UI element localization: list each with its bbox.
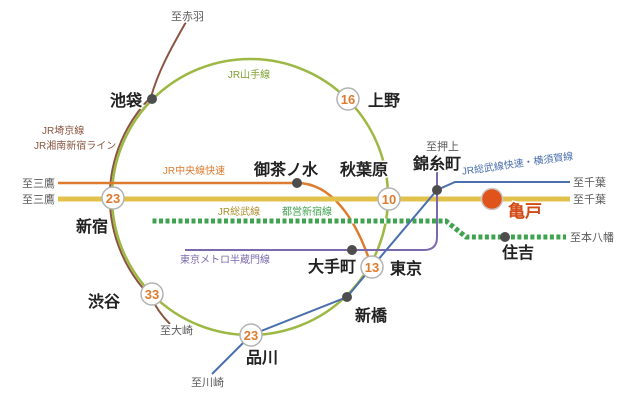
time-badge-shinjuku: 23: [101, 186, 125, 210]
dest-label-chiba-sobu: 至千葉: [573, 192, 606, 206]
station-dot-ochanomizu: [292, 178, 302, 188]
station-dot-ikebukuro: [147, 94, 157, 104]
dest-label-oshiage: 至押上: [426, 139, 459, 153]
station-label-kinshicho: 錦糸町: [413, 154, 461, 173]
time-badge-value: 13: [365, 260, 379, 275]
station-label-tokyo: 東京: [390, 259, 422, 278]
station-label-ikebukuro: 池袋: [110, 91, 143, 110]
station-label-kameido: 亀戸: [508, 201, 542, 221]
time-badge-ueno: 16: [336, 87, 360, 111]
line-label-sobu-rapid-yokosuka: JR総武線快速・横須賀線: [461, 149, 574, 177]
station-label-ueno: 上野: [368, 92, 400, 110]
time-badge-circle: [336, 87, 360, 111]
time-badge-circle: [239, 323, 263, 347]
toei-shinjuku-line-stripes: [150, 218, 566, 240]
line-label-yamanote: JR山手線: [228, 68, 270, 81]
dest-label-chiba-rapid: 至千葉: [573, 175, 606, 189]
station-dot-sumiyoshi: [500, 232, 510, 242]
line-label-chuo-rapid: JR中央線快速: [163, 164, 225, 177]
station-label-shimbashi: 新橋: [355, 306, 388, 325]
time-badge-circle: [360, 255, 384, 279]
line-label-hanzomon: 東京メトロ半蔵門線: [180, 253, 270, 266]
station-label-shinjuku: 新宿: [76, 217, 108, 236]
time-badge-circle: [377, 187, 401, 211]
time-badge-value: 33: [145, 287, 159, 302]
station-dot-shimbashi: [342, 292, 352, 302]
dest-label-osaki: 至大崎: [160, 323, 193, 337]
station-dot-otemachi: [347, 245, 357, 255]
station-label-ochanomizu: 御茶ノ水: [253, 160, 319, 179]
time-badge-value: 23: [244, 328, 258, 343]
station-label-shinagawa: 品川: [246, 349, 278, 367]
dest-label-kawasaki: 至川崎: [191, 375, 224, 389]
hanzomon-line-path: [185, 154, 438, 251]
time-badge-circle: [101, 186, 125, 210]
dest-label-mitaka-sobu: 至三鷹: [22, 192, 55, 206]
kameido-highlight-marker: [480, 187, 504, 211]
station-label-shibuya: 渋谷: [88, 292, 121, 311]
line-label-saikyo: JR埼京線: [42, 124, 84, 137]
time-badge-value: 23: [106, 191, 120, 206]
time-badge-tokyo: 13: [360, 255, 384, 279]
dest-label-moto-yawata: 至本八幡: [570, 230, 614, 244]
dest-label-mitaka-chuo: 至三鷹: [22, 176, 55, 190]
time-badge-circle: [140, 282, 164, 306]
station-label-sumiyoshi: 住吉: [502, 243, 534, 262]
station-dot-kinshicho: [432, 185, 442, 195]
line-label-toei-shinjuku: 都営新宿線: [282, 205, 332, 218]
line-label-sobu: JR総武線: [218, 205, 260, 218]
time-badge-akihabara: 10: [377, 187, 401, 211]
time-badge-value: 10: [382, 192, 396, 207]
line-label-shonan-shinjuku: JR湘南新宿ライン: [34, 139, 116, 152]
time-badge-shinagawa: 23: [239, 323, 263, 347]
time-badge-shibuya: 33: [140, 282, 164, 306]
time-badge-value: 16: [341, 92, 355, 107]
station-label-akihabara: 秋葉原: [340, 160, 388, 179]
dest-label-akabane: 至赤羽: [171, 10, 204, 23]
station-label-otemachi: 大手町: [308, 257, 356, 276]
